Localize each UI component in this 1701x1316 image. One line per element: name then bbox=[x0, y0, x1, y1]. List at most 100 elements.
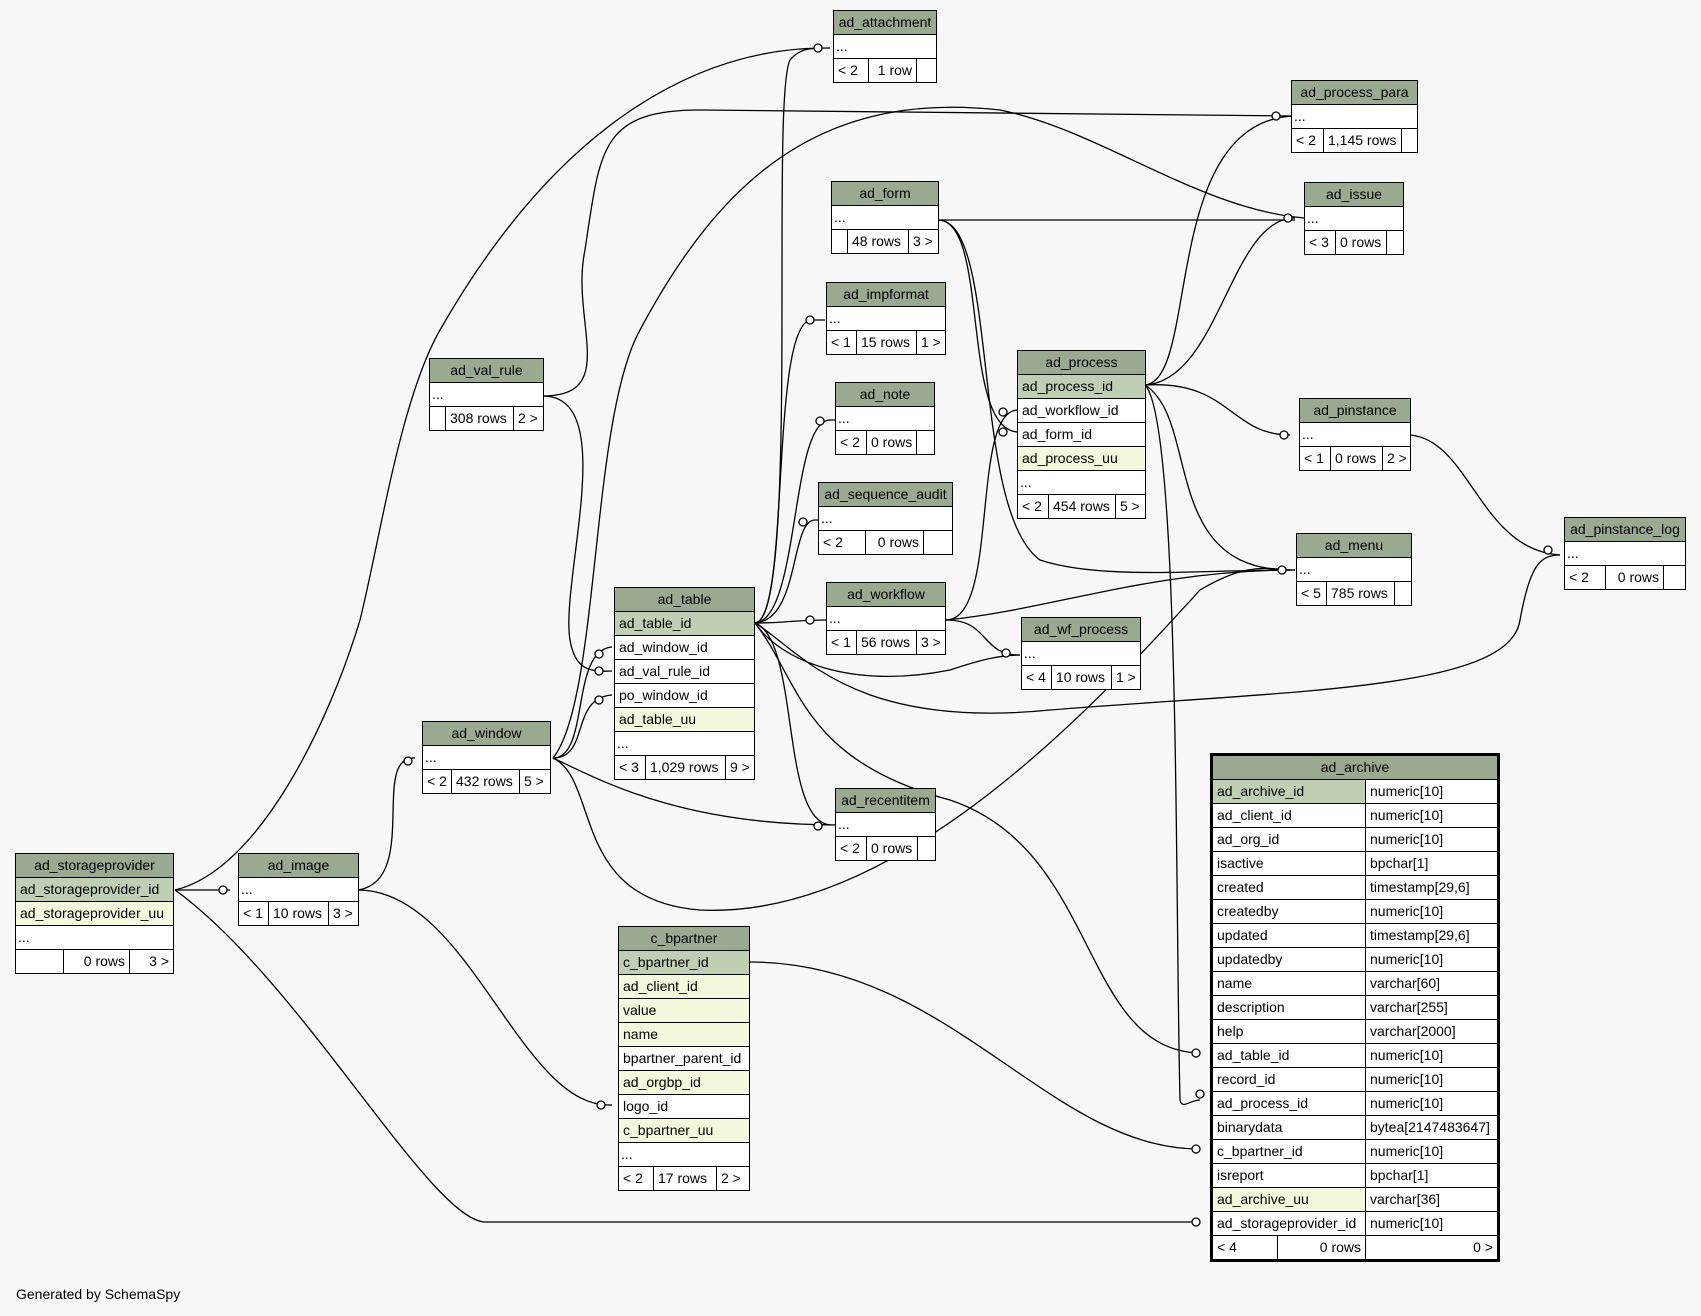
edge-bpartner-archive bbox=[749, 961, 1201, 1150]
edge-table-recentitem bbox=[754, 622, 831, 826]
more-columns: ... bbox=[827, 307, 945, 331]
edge-table-archive bbox=[754, 622, 1201, 1054]
table-title: ad_table bbox=[615, 588, 754, 612]
edge-endpoint-bpartner bbox=[596, 1100, 606, 1110]
more-columns: ... bbox=[1565, 542, 1685, 566]
edge-endpoint-process-form bbox=[998, 427, 1008, 437]
more-columns: ... bbox=[619, 1143, 749, 1167]
table-title: ad_recentitem bbox=[836, 789, 935, 813]
edge-valrule-processpara bbox=[542, 109, 1296, 397]
table-ad-storageprovider[interactable]: ad_storageprovider ad_storageprovider_id… bbox=[15, 853, 174, 974]
edge-window-table-2 bbox=[552, 694, 613, 759]
table-title: ad_form bbox=[832, 182, 938, 206]
column-logo-id: logo_id bbox=[619, 1095, 749, 1119]
edge-storageprovider-archive bbox=[174, 889, 1200, 1223]
table-title: c_bpartner bbox=[619, 927, 749, 951]
table-title: ad_impformat bbox=[827, 283, 945, 307]
edge-endpoint-pinstancelog bbox=[1543, 545, 1553, 555]
edge-endpoint-table-w bbox=[594, 649, 604, 659]
edge-endpoint-image bbox=[218, 885, 228, 895]
more-columns: ... bbox=[827, 607, 945, 631]
edge-endpoint-process-wf bbox=[998, 407, 1008, 417]
table-title: ad_issue bbox=[1305, 183, 1403, 207]
table-title: ad_pinstance_log bbox=[1565, 518, 1685, 542]
table-title: ad_storageprovider bbox=[16, 854, 173, 878]
edge-endpoint-attachment bbox=[813, 43, 823, 53]
more-columns: ... bbox=[16, 926, 173, 950]
column-ad-orgbp-id: ad_orgbp_id bbox=[619, 1071, 749, 1095]
table-c-bpartner[interactable]: c_bpartner c_bpartner_id ad_client_id va… bbox=[618, 926, 750, 1191]
table-title: ad_process_para bbox=[1292, 81, 1417, 105]
column-ad-val-rule-id: ad_val_rule_id bbox=[615, 660, 754, 684]
more-columns: ... bbox=[1022, 642, 1140, 666]
edge-process-pinstance bbox=[1144, 384, 1291, 436]
generated-by-footer: Generated by SchemaSpy bbox=[16, 1286, 181, 1302]
edge-endpoint-recentitem bbox=[813, 821, 823, 831]
more-columns: ... bbox=[836, 407, 934, 431]
edge-process-processpara bbox=[1144, 115, 1296, 386]
edge-pinstance-pinstancelog bbox=[1409, 434, 1561, 556]
more-columns: ... bbox=[834, 35, 936, 59]
table-title: ad_menu bbox=[1297, 534, 1411, 558]
column-ad-storageprovider-id: ad_storageprovider_id bbox=[16, 878, 173, 902]
more-columns: ... bbox=[423, 746, 550, 770]
table-ad-table[interactable]: ad_table ad_table_id ad_window_id ad_val… bbox=[614, 587, 755, 780]
table-title: ad_val_rule bbox=[430, 359, 543, 383]
table-title: ad_pinstance bbox=[1300, 399, 1410, 423]
table-ad-process[interactable]: ad_process ad_process_id ad_workflow_id … bbox=[1017, 350, 1146, 519]
table-title: ad_wf_process bbox=[1022, 618, 1140, 642]
edge-storageprovider-attachment bbox=[174, 47, 821, 891]
edge-process-archive bbox=[1144, 384, 1201, 1106]
edge-endpoint-archive-process bbox=[1195, 1089, 1205, 1099]
column-bpartner-parent-id: bpartner_parent_id bbox=[619, 1047, 749, 1071]
edge-table-wfprocess bbox=[754, 622, 1021, 677]
edge-window-recentitem bbox=[552, 757, 839, 826]
edge-endpoint-wfprocess bbox=[1001, 648, 1011, 658]
edge-workflow-process bbox=[945, 409, 1019, 621]
edge-endpoint-impformat bbox=[805, 315, 815, 325]
edge-endpoint-workflow bbox=[805, 615, 815, 625]
edge-endpoint-issue bbox=[1283, 213, 1293, 223]
edge-table-pinstancelog bbox=[754, 554, 1561, 714]
edge-endpoint-archive-bp bbox=[1191, 1144, 1201, 1154]
